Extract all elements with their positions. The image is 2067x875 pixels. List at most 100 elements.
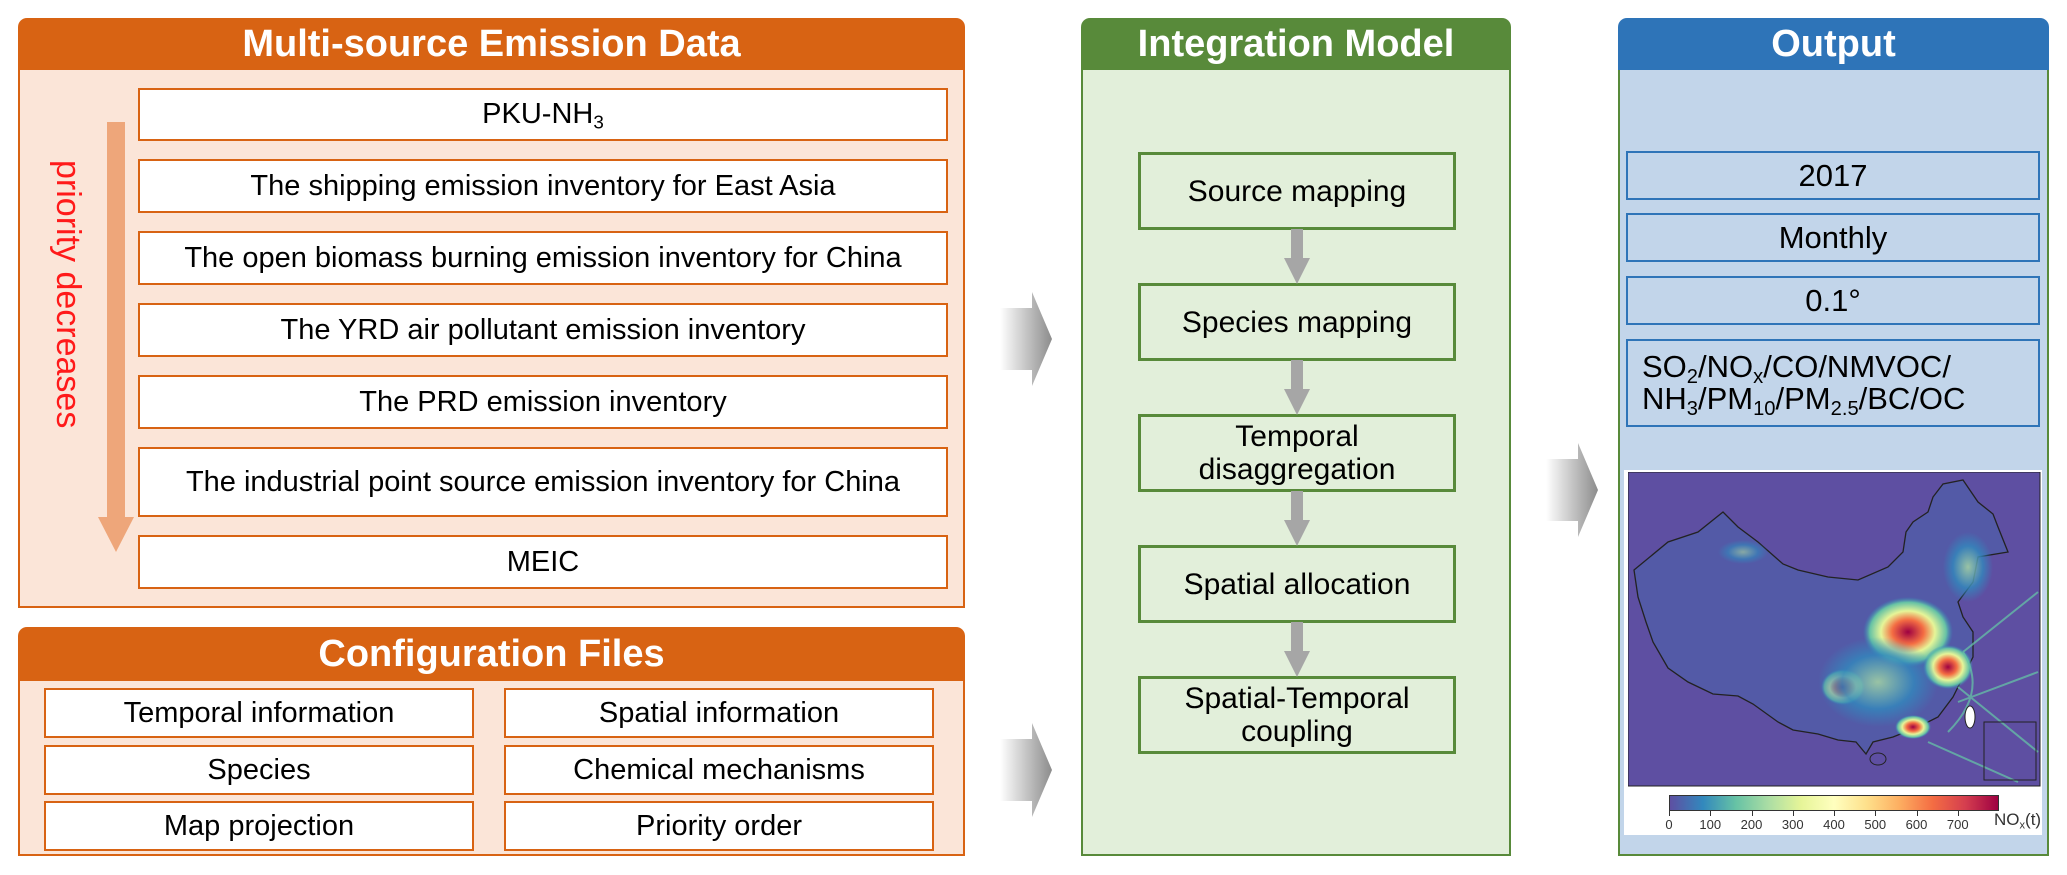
- source-item: The shipping emission inventory for East…: [138, 159, 948, 213]
- colorbar-tick-label: 300: [1781, 817, 1804, 832]
- species-text: /BC/OC: [1858, 381, 1966, 416]
- down-arrow-icon: [1284, 491, 1310, 546]
- species-line-1: SO2/NOx/CO/NMVOC/: [1642, 349, 1951, 388]
- source-item: The industrial point source emission inv…: [138, 447, 948, 517]
- config-item: Temporal information: [44, 688, 474, 738]
- south-china-sea-inset: [1983, 721, 2037, 781]
- species-text: /CO/NMVOC/: [1763, 349, 1951, 384]
- step-label: Source mapping: [1187, 174, 1407, 208]
- source-item: The PRD emission inventory: [138, 375, 948, 429]
- output-temporal-resolution: Monthly: [1626, 213, 2040, 262]
- config-item-label: Chemical mechanisms: [573, 753, 865, 786]
- species-text: SO: [1642, 349, 1687, 384]
- config-item-label: Temporal information: [123, 696, 395, 729]
- output-species: SO2/NOx/CO/NMVOC/ NH3/PM10/PM2.5/BC/OC: [1626, 339, 2040, 427]
- colorbar-tick-label: 200: [1740, 817, 1763, 832]
- output-panel-title: Output: [1771, 22, 1896, 65]
- map-figure: 0 100 200 300 400 500 600 700 NOx(t): [1624, 470, 2042, 835]
- colorbar-tick-label: 100: [1699, 817, 1722, 832]
- output-panel-header: Output: [1618, 18, 2049, 70]
- priority-arrow-icon: [98, 122, 134, 552]
- config-panel-title: Configuration Files: [318, 632, 665, 675]
- flow-arrow-icon: [1546, 443, 1598, 537]
- taiwan-island: [1964, 705, 1976, 729]
- down-arrow-icon: [1284, 360, 1310, 415]
- flow-arrow-icon: [1000, 292, 1052, 386]
- species-subscript: 10: [1753, 398, 1776, 421]
- source-item: The open biomass burning emission invent…: [138, 231, 948, 285]
- colorbar-unit: NO: [1994, 810, 2020, 829]
- config-item-label: Map projection: [163, 809, 355, 842]
- source-item-subscript: 3: [593, 111, 604, 133]
- source-item-label: The shipping emission inventory for East…: [250, 169, 836, 202]
- colorbar-tick-label: 500: [1864, 817, 1887, 832]
- emission-region-central: [1818, 637, 1938, 727]
- colorbar-tick-mark: [1710, 811, 1712, 816]
- source-item-label: The industrial point source emission inv…: [185, 465, 901, 498]
- down-arrow-icon: [1284, 229, 1310, 284]
- step-label: Temporal: [1235, 420, 1359, 453]
- colorbar-tick-mark: [1834, 811, 1835, 816]
- step-label: Species mapping: [1181, 305, 1413, 339]
- species-subscript: 3: [1686, 398, 1698, 421]
- species-text: NH: [1642, 381, 1687, 416]
- colorbar-tick-mark: [1669, 811, 1670, 816]
- step-label: Spatial-Temporal: [1184, 682, 1410, 715]
- source-item: PKU-NH3: [138, 88, 948, 141]
- config-item: Priority order: [504, 801, 934, 851]
- source-item-label: PKU-NH: [482, 98, 594, 130]
- colorbar-tick-mark: [1792, 811, 1794, 816]
- species-subscript: x: [1753, 366, 1764, 389]
- step-label: disaggregation: [1198, 453, 1396, 486]
- species-text: /PM: [1697, 381, 1754, 416]
- shipping-lanes: [1927, 591, 2039, 783]
- nox-emission-map: [1628, 472, 2041, 787]
- step-source-mapping: Source mapping: [1138, 152, 1456, 230]
- species-text: /PM: [1775, 381, 1831, 416]
- step-label: coupling: [1241, 715, 1353, 748]
- source-item-label: MEIC: [506, 545, 580, 578]
- config-item: Species: [44, 745, 474, 795]
- step-label: Spatial allocation: [1183, 567, 1411, 601]
- colorbar-tick-mark: [1751, 811, 1753, 816]
- output-spatial-resolution: 0.1°: [1626, 276, 2040, 325]
- colorbar-tick-label: 0: [1665, 817, 1673, 832]
- colorbar-tick-label: 600: [1905, 817, 1928, 832]
- colorbar-tick-mark: [1916, 811, 1918, 816]
- step-spatial-allocation: Spatial allocation: [1138, 545, 1456, 623]
- output-spatial-value: 0.1°: [1805, 282, 1861, 318]
- model-panel-header: Integration Model: [1081, 18, 1511, 70]
- source-item-label: The PRD emission inventory: [359, 385, 727, 418]
- priority-decreases-label: priority decreases: [49, 160, 87, 429]
- step-species-mapping: Species mapping: [1138, 283, 1456, 361]
- source-item: MEIC: [138, 535, 948, 589]
- colorbar-tick-label: 700: [1946, 817, 1969, 832]
- colorbar: [1669, 795, 1999, 811]
- colorbar-unit-sub: x: [2019, 819, 2026, 832]
- colorbar-tick-mark: [1875, 811, 1877, 816]
- colorbar-tick-mark: [1957, 811, 1959, 816]
- config-item: Spatial information: [504, 688, 934, 738]
- down-arrow-icon: [1284, 622, 1310, 677]
- config-item-label: Species: [207, 753, 311, 786]
- output-temporal-value: Monthly: [1778, 219, 1888, 255]
- output-year: 2017: [1626, 151, 2040, 200]
- output-year-value: 2017: [1798, 157, 1868, 193]
- emission-region-xinjiang: [1718, 540, 1768, 564]
- emission-region-northeast: [1943, 532, 1993, 602]
- source-panel-header: Multi-source Emission Data: [18, 18, 965, 70]
- step-temporal-disaggregation: Temporal disaggregation: [1138, 414, 1456, 492]
- species-line-2: NH3/PM10/PM2.5/BC/OC: [1642, 381, 1966, 420]
- source-item: The YRD air pollutant emission inventory: [138, 303, 948, 357]
- colorbar-unit-label: NOx(t): [1994, 810, 2041, 832]
- colorbar-ticks: 0 100 200 300 400 500 600 700: [1665, 811, 1999, 835]
- colorbar-tick-label: 400: [1823, 817, 1845, 832]
- hainan-island: [1869, 752, 1887, 766]
- flow-arrow-icon: [1000, 723, 1052, 817]
- source-item-label: The YRD air pollutant emission inventory: [280, 313, 806, 346]
- source-panel-title: Multi-source Emission Data: [242, 22, 741, 65]
- species-subscript: 2: [1686, 366, 1698, 389]
- config-item-label: Priority order: [636, 809, 802, 842]
- source-item-label: The open biomass burning emission invent…: [184, 241, 902, 274]
- model-panel-title: Integration Model: [1137, 22, 1455, 65]
